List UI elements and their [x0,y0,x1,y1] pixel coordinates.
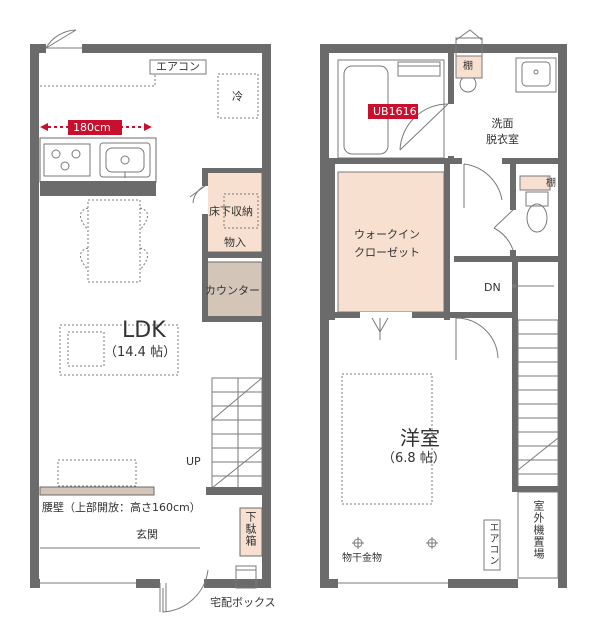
bed-space [341,373,433,505]
outdoor-unit-area [517,491,559,579]
toilet-room [454,164,558,262]
wall-bottom-right [204,579,271,588]
toilet-niche [455,29,483,93]
underfloor-storage-label: 床下収納 [209,205,253,218]
kitchen-width-label: 180cm [73,121,111,134]
entry-door-top [45,29,77,49]
staircase-2f [512,262,559,492]
counter-label: カウンター [205,284,260,297]
kitchen-counter [39,137,157,196]
western-room-title: 洋室 [400,426,440,450]
shoe-box [239,507,263,557]
waist-wall [39,486,155,496]
aircon-box-1f [149,59,207,75]
kitchen-width-dimension [40,120,152,135]
wall-right-2f [558,44,567,588]
wall-top [30,44,271,53]
wall-left [30,44,39,588]
shelf-label-1: 棚 [463,61,473,72]
stair-down-label: DN [484,281,501,294]
second-floor-plan [320,29,567,588]
western-room-size: （6.8 帖） [382,451,446,466]
delivery-box [235,565,257,589]
shoe-box-label: 下駄箱 [244,511,257,547]
waist-wall-label: 腰壁（上部開放：高さ160cm） [42,501,201,514]
entrance-label: 玄関 [136,528,158,541]
washroom [454,57,558,208]
aircon-box-2f [483,519,501,571]
aircon-label-2f: エアコン [487,522,498,566]
ldk-title: LDK [122,318,166,343]
bath-label: UB1616 [373,105,417,118]
wall-top-2f [320,44,567,53]
first-floor-plan [30,29,271,613]
western-room-door [455,317,499,360]
storage-label: 物入 [224,236,246,249]
delivery-box-label: 宅配ボックス [210,596,276,609]
laundry-hooks [352,537,438,549]
dining-table [80,199,148,283]
outdoor-unit-label: 室外機置場 [532,500,545,560]
fridge-space [217,73,259,119]
bath-unit [329,53,454,164]
walk-in-closet [329,164,454,340]
stair-up-label: UP [186,455,201,468]
underfloor-hatch [223,193,259,229]
entrance-door [159,569,209,613]
washroom-label: 洗面 脱衣室 [486,117,519,146]
wall-left-2f [320,44,329,588]
staircase-1f [211,377,263,490]
tv-board [57,459,137,487]
fridge-label: 冷 [232,90,243,103]
aircon-label-1f: エアコン [156,60,200,73]
shelf-label-2: 棚 [546,178,556,189]
ldk-size: （14.4 帖） [104,345,177,360]
laundry-label: 物干金物 [342,553,382,564]
walk-in-closet-label: ウォークイン クローゼット [354,228,420,259]
